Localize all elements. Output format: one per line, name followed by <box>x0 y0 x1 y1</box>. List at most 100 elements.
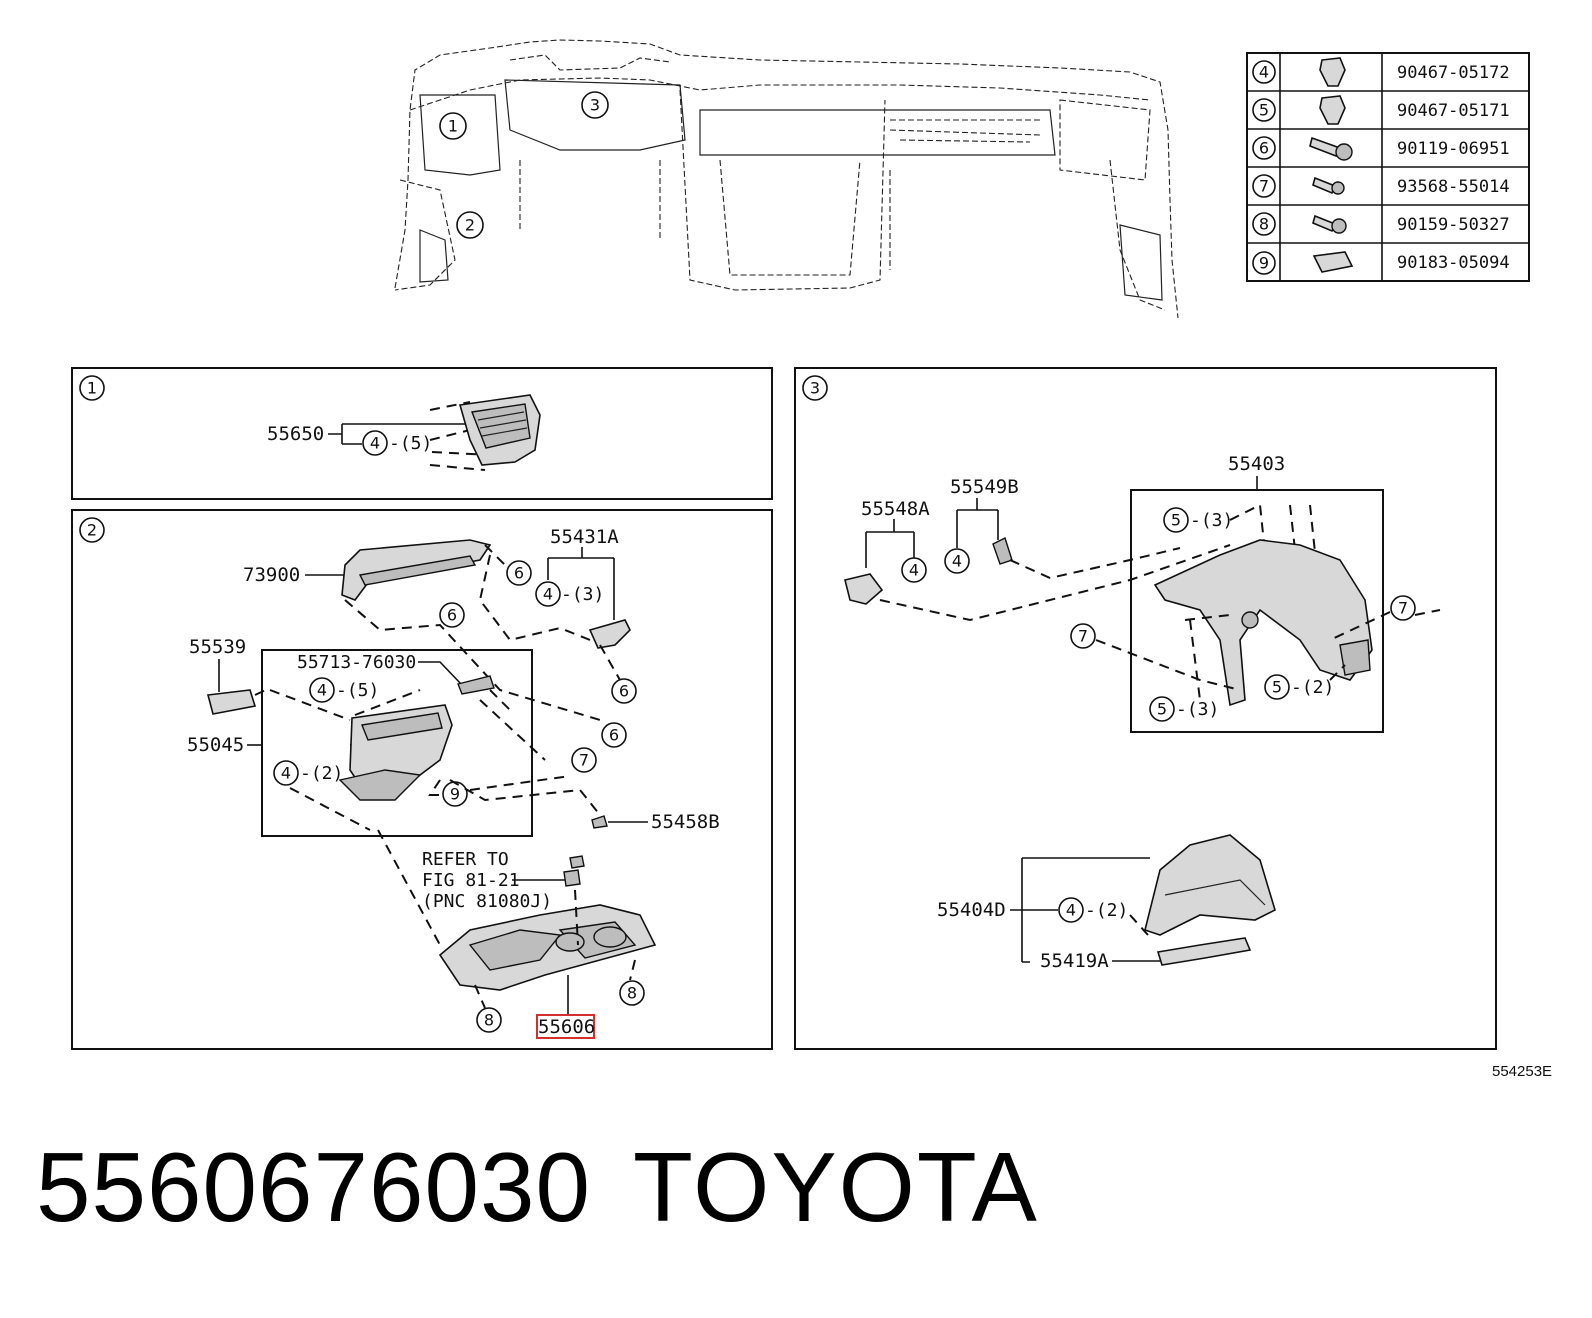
panel-3-id-label: 3 <box>810 379 820 398</box>
callout-8 <box>1252 212 1276 236</box>
callout-4 <box>362 430 388 456</box>
table-row: 5 90467-05171 <box>1252 95 1510 125</box>
connector-part <box>569 855 585 869</box>
callout-5 <box>1163 507 1189 533</box>
callout-7 <box>1252 174 1276 198</box>
clip-55431a <box>588 619 631 649</box>
table-ref: 5 <box>1259 101 1269 120</box>
part-label-55650: 55650 <box>267 423 324 445</box>
dashboard-frame-overview: 1 3 2 <box>394 39 1179 319</box>
figure-reference: 554253E <box>1492 1063 1552 1080</box>
part-label-73900: 73900 <box>243 564 300 586</box>
screw-icon <box>1312 176 1337 195</box>
callout-6-label: 6 <box>619 682 629 701</box>
quantity-label: -(2) <box>1085 900 1128 921</box>
overview-callout-2-label: 2 <box>465 216 475 235</box>
callout-6 <box>611 678 637 704</box>
callout-4 <box>944 548 970 574</box>
panel-1: 1 55650 4 -(5) <box>71 367 773 500</box>
overview-callout-3 <box>581 91 609 119</box>
part-label-55713-76030: 55713-76030 <box>297 652 416 673</box>
connector-part <box>563 869 581 887</box>
callout-4 <box>535 581 561 607</box>
callout-5 <box>1252 98 1276 122</box>
callout-4 <box>1252 60 1276 84</box>
cluster-subassembly-frame <box>1130 489 1384 733</box>
callout-4 <box>1058 897 1084 923</box>
table-part-number: 93568-55014 <box>1397 177 1510 197</box>
table-ref: 9 <box>1259 254 1269 273</box>
overview-callout-1-label: 1 <box>448 117 458 136</box>
callout-4-label: 4 <box>317 681 327 700</box>
highlight-box-55606 <box>536 1014 595 1039</box>
overview-callout-2 <box>456 211 484 239</box>
callout-7-label: 7 <box>1398 599 1408 618</box>
callout-6 <box>439 602 465 628</box>
callout-8 <box>476 1007 502 1033</box>
lower-panel-55606 <box>438 904 657 991</box>
callout-8-label: 8 <box>627 984 637 1003</box>
table-row: 9 90183-05094 <box>1252 251 1510 275</box>
callout-4-label: 4 <box>370 434 380 453</box>
callout-4-label: 4 <box>909 561 919 580</box>
refer-note-line-1: REFER TO <box>422 849 509 870</box>
part-label-55458b: 55458B <box>651 811 720 833</box>
callout-7-label: 7 <box>1078 627 1088 646</box>
screw-head-icon <box>1331 181 1345 195</box>
fastener-table: 4 90467-05172 5 90467-05171 6 90119-0695… <box>1246 52 1530 282</box>
callout-4-label: 4 <box>281 764 291 783</box>
clip-icon <box>1319 95 1346 125</box>
bolt-head-icon <box>1331 218 1347 234</box>
washer-icon <box>1335 143 1353 161</box>
part-label-55045: 55045 <box>187 734 244 756</box>
quantity-label: -(2) <box>300 763 343 784</box>
callout-6 <box>601 722 627 748</box>
table-part-number: 90159-50327 <box>1397 215 1510 235</box>
table-ref: 6 <box>1259 139 1269 158</box>
callout-5-label: 5 <box>1171 511 1181 530</box>
part-55539 <box>206 689 257 715</box>
clip-55548a <box>844 573 884 605</box>
panel-1-id-label: 1 <box>87 379 97 398</box>
overview-callout-1 <box>439 112 467 140</box>
callout-7 <box>571 747 597 773</box>
footer-part-number: 5560676030 <box>36 1132 592 1242</box>
panel-3-id <box>802 375 828 401</box>
part-label-55403: 55403 <box>1228 453 1285 475</box>
callout-7 <box>1390 595 1416 621</box>
table-row: 4 90467-05172 <box>1252 57 1510 87</box>
part-label-55548a: 55548A <box>861 498 930 520</box>
callout-6 <box>506 560 532 586</box>
part-label-55549b: 55549B <box>950 476 1019 498</box>
quantity-label: -(3) <box>1190 510 1233 531</box>
panel-3: 3 55403 5 -(3) 5 -(3) 5 -(2) 7 7 55548A … <box>794 367 1497 1050</box>
callout-5-label: 5 <box>1272 678 1282 697</box>
callout-6-label: 6 <box>514 564 524 583</box>
callout-5 <box>1264 674 1290 700</box>
overview-callout-3-label: 3 <box>590 96 600 115</box>
hinge-part <box>457 675 495 695</box>
refer-note-line-2: FIG 81-21 <box>422 870 520 891</box>
panel-2: 2 73900 6 6 55431A 4 -(3) 6 55539 55713-… <box>71 509 773 1050</box>
glovebox-door-55045 <box>338 704 453 801</box>
panel-1-id <box>79 375 105 401</box>
part-label-55606: 55606 <box>538 1016 595 1038</box>
callout-4 <box>309 677 335 703</box>
callout-4-label: 4 <box>952 552 962 571</box>
callout-4-label: 4 <box>1066 901 1076 920</box>
cluster-panel-55403 <box>1153 539 1373 707</box>
table-row: 8 90159-50327 <box>1252 212 1510 236</box>
clip-icon <box>1319 57 1346 87</box>
air-vent-part <box>458 394 541 466</box>
clip-55458b <box>591 815 608 829</box>
table-ref: 7 <box>1259 177 1269 196</box>
table-part-number: 90467-05171 <box>1397 101 1510 121</box>
callout-9-label: 9 <box>450 785 460 804</box>
callout-8-label: 8 <box>484 1011 494 1030</box>
quantity-label: -(5) <box>336 680 379 701</box>
part-label-55539: 55539 <box>189 636 246 658</box>
callout-4 <box>901 557 927 583</box>
bolt-icon <box>1312 214 1337 233</box>
trim-55419a <box>1156 937 1252 966</box>
